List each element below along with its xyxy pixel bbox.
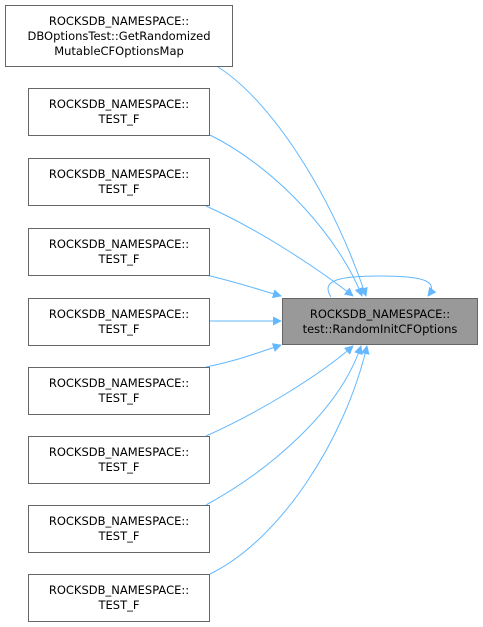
- call-edge-c8: [205, 345, 363, 506]
- caller-node-test-f[interactable]: ROCKSDB_NAMESPACE:: TEST_F: [28, 88, 210, 136]
- caller-node-test-f[interactable]: ROCKSDB_NAMESPACE:: TEST_F: [28, 436, 210, 484]
- node-label-line: ROCKSDB_NAMESPACE::: [309, 306, 451, 321]
- call-edge-c3: [205, 205, 354, 297]
- node-label-line: ROCKSDB_NAMESPACE::: [48, 445, 190, 459]
- call-edge-c6: [205, 343, 282, 368]
- node-label-line: TEST_F: [98, 598, 140, 612]
- node-label-line: ROCKSDB_NAMESPACE::: [48, 514, 190, 528]
- node-label-line: ROCKSDB_NAMESPACE::: [48, 237, 190, 251]
- node-label-line: TEST_F: [98, 252, 140, 266]
- node-label-line: MutableCFOptionsMap: [54, 43, 184, 58]
- node-label-line: TEST_F: [98, 322, 140, 336]
- call-edge-c9: [209, 345, 370, 575]
- node-label-line: ROCKSDB_NAMESPACE::: [48, 583, 190, 597]
- node-label-line: ROCKSDB_NAMESPACE::: [48, 97, 190, 111]
- call-edge-c2: [209, 134, 364, 297]
- node-label-line: ROCKSDB_NAMESPACE::: [48, 167, 190, 181]
- target-node-random-init-cf-options[interactable]: ROCKSDB_NAMESPACE:: test::RandomInitCFOp…: [282, 298, 478, 345]
- caller-node-test-f[interactable]: ROCKSDB_NAMESPACE:: TEST_F: [28, 505, 210, 553]
- caller-node-test-f[interactable]: ROCKSDB_NAMESPACE:: TEST_F: [28, 367, 210, 415]
- node-label-line: ROCKSDB_NAMESPACE::: [48, 307, 190, 321]
- node-label-line: TEST_F: [98, 460, 140, 474]
- caller-node-test-f[interactable]: ROCKSDB_NAMESPACE:: TEST_F: [28, 228, 210, 276]
- call-edge-c7: [205, 345, 354, 437]
- self-call-edge: [327, 275, 437, 298]
- caller-node-test-f[interactable]: ROCKSDB_NAMESPACE:: TEST_F: [28, 298, 210, 346]
- caller-node-test-f[interactable]: ROCKSDB_NAMESPACE:: TEST_F: [28, 158, 210, 206]
- node-label-line: TEST_F: [98, 112, 140, 126]
- caller-node-test-f[interactable]: ROCKSDB_NAMESPACE:: TEST_F: [28, 574, 210, 622]
- call-edge-c4: [205, 274, 282, 299]
- node-label-line: TEST_F: [98, 529, 140, 543]
- node-label-line: ROCKSDB_NAMESPACE::: [48, 13, 190, 28]
- node-label-line: ROCKSDB_NAMESPACE::: [48, 376, 190, 390]
- node-label-line: TEST_F: [98, 182, 140, 196]
- node-label-line: DBOptionsTest::GetRandomized: [27, 28, 211, 43]
- node-label-line: test::RandomInitCFOptions: [302, 321, 458, 336]
- node-label-line: TEST_F: [98, 391, 140, 405]
- call-edge-c1: [217, 66, 368, 297]
- caller-node-get-randomized-mutable-cf-options-map[interactable]: ROCKSDB_NAMESPACE:: DBOptionsTest::GetRa…: [5, 5, 233, 67]
